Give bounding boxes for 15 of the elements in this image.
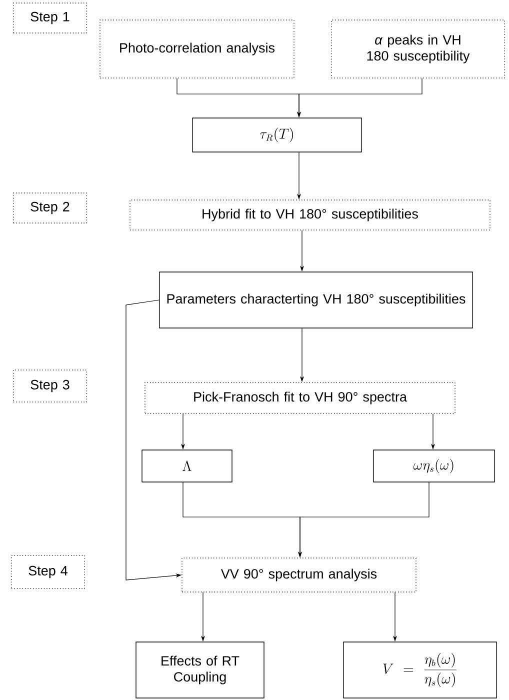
result-box: $V=\frac{\eta_b(\omega)}{\eta_s(\omega)}$ — [343, 642, 497, 698]
step-box: Step 1 — [13, 2, 87, 34]
result-box: $\tau_R(T)$ — [192, 118, 362, 152]
process-box: α peaks in VH 180 susceptibility — [331, 20, 505, 78]
step-box: Step 3 — [13, 370, 87, 402]
process-box: VV 90° spectrum analysis — [182, 558, 416, 592]
process-box: Hybrid fit to VH 180° susceptibilities — [130, 200, 490, 230]
step-box: Step 2 — [13, 192, 87, 224]
step-box: Step 4 — [11, 555, 85, 589]
process-box: Pick-Franosch fit to VH 90° spectra — [144, 382, 456, 414]
result-box: $\Lambda$ — [142, 450, 232, 482]
result-box: Parameters characterting VH 180° susceptibilities — [159, 272, 473, 328]
process-box: Photo-correlation analysis — [100, 20, 294, 78]
result-box: Effects of RT Coupling — [136, 642, 264, 698]
result-box: $\omega\eta_s(\omega)$ — [373, 450, 495, 482]
